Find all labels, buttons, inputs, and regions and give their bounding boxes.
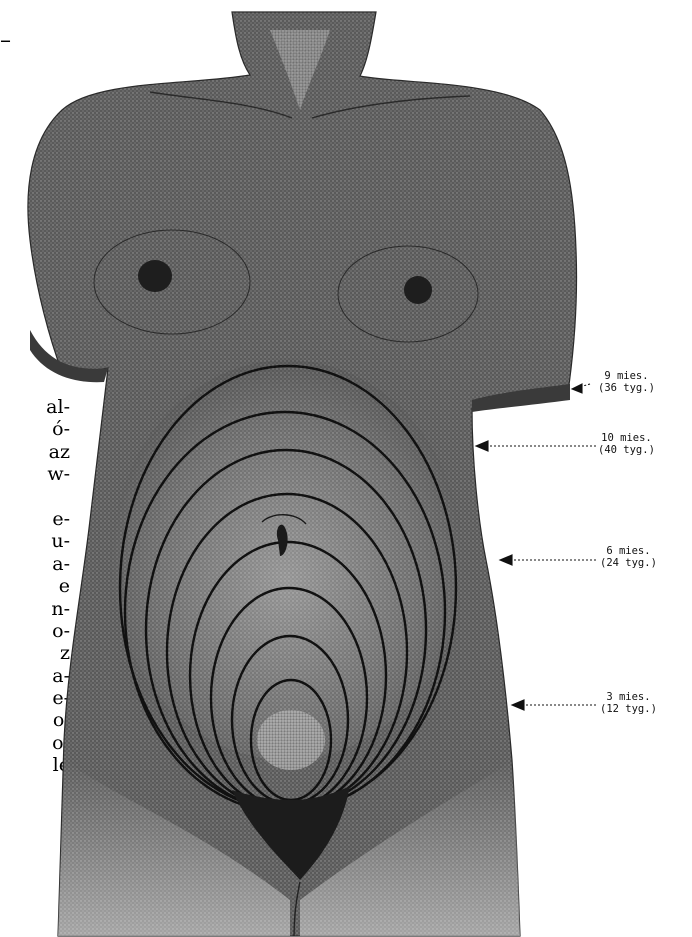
annotation-6-mies: 6 mies. (24 tyg.) bbox=[600, 545, 657, 569]
arrowhead-3-mies bbox=[512, 700, 524, 710]
ring-inner-highlight bbox=[257, 710, 325, 770]
annotation-months: 6 mies. bbox=[600, 545, 657, 557]
breast-left bbox=[94, 230, 250, 334]
annotation-weeks: (36 tyg.) bbox=[598, 382, 655, 394]
annotation-weeks: (24 tyg.) bbox=[600, 557, 657, 569]
annotation-months: 9 mies. bbox=[598, 370, 655, 382]
annotation-weeks: (12 tyg.) bbox=[600, 703, 657, 715]
arrowhead-10-mies bbox=[476, 441, 488, 451]
annotation-months: 3 mies. bbox=[600, 691, 657, 703]
belly-shade bbox=[112, 360, 462, 760]
annotation-9-mies: 9 mies. (36 tyg.) bbox=[598, 370, 655, 394]
arrowhead-6-mies bbox=[500, 555, 512, 565]
nipple-left bbox=[138, 260, 172, 292]
nipple-right bbox=[404, 276, 432, 304]
annotation-weeks: (40 tyg.) bbox=[598, 444, 655, 456]
annotation-3-mies: 3 mies. (12 tyg.) bbox=[600, 691, 657, 715]
annotation-10-mies: 10 mies. (40 tyg.) bbox=[598, 432, 655, 456]
annotation-months: 10 mies. bbox=[598, 432, 655, 444]
arrowhead-9-mies bbox=[572, 384, 582, 393]
